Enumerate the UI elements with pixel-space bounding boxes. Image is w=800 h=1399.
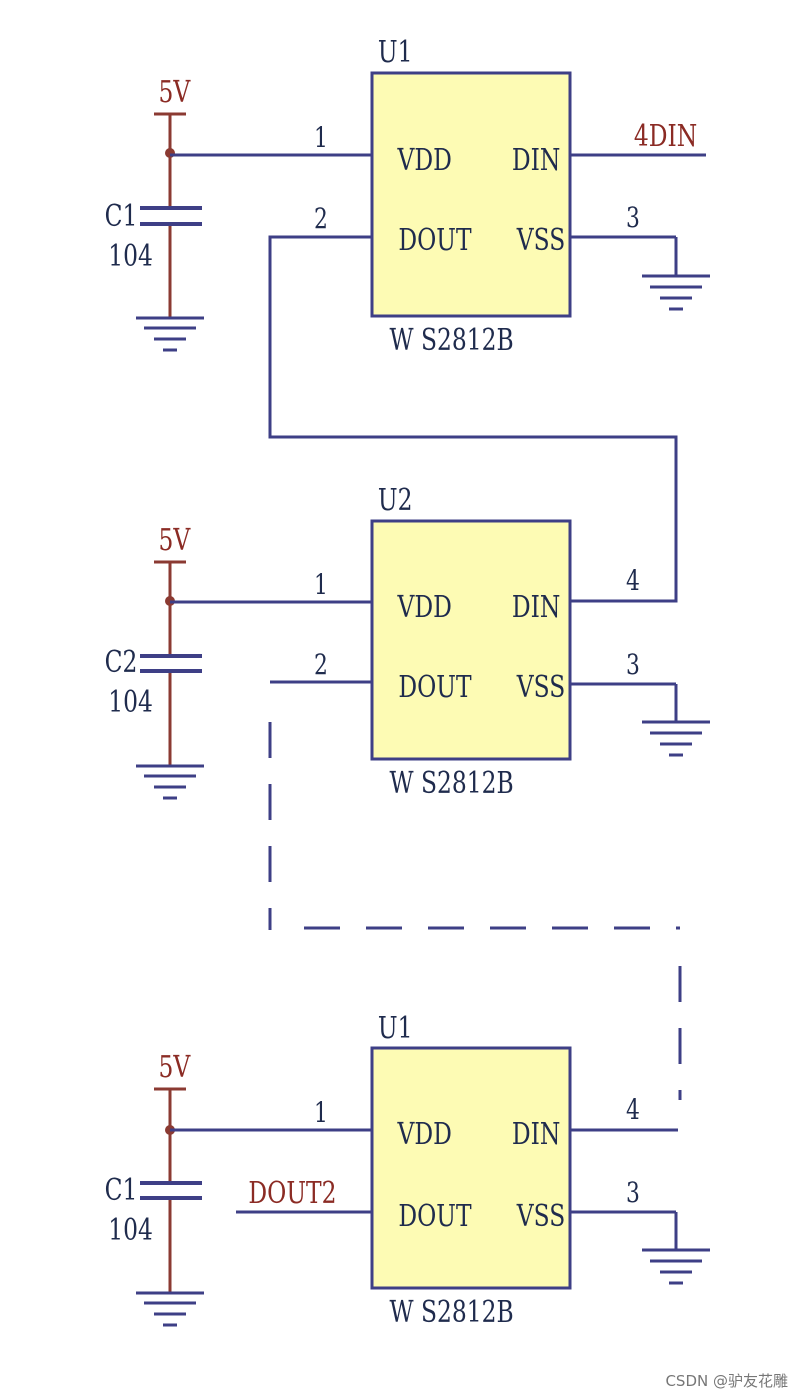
watermark: CSDN @驴友花雕 xyxy=(665,1372,788,1390)
unit-1-vss-ground-symbol xyxy=(642,274,710,311)
unit-2-part: W S2812B xyxy=(390,766,514,801)
unit-2-ref: U2 xyxy=(378,483,413,518)
unit-3-ref: U1 xyxy=(378,1011,413,1046)
unit-2-pin-dout: DOUT xyxy=(398,670,471,705)
unit-1-dout-to-unit-2-din xyxy=(268,235,678,603)
unit-1-pin-num-vdd: 1 xyxy=(314,121,328,153)
unit-3-supply-label: 5V xyxy=(159,1050,191,1085)
unit-1-cap-ref: C1 xyxy=(105,199,138,234)
unit-3-chip-body xyxy=(370,1046,572,1290)
unit-3-cap-ground-symbol xyxy=(136,1291,204,1327)
unit-3-pin-vss: VSS xyxy=(516,1199,565,1234)
unit-3-dout-net: DOUT2 xyxy=(248,1176,336,1211)
unit-2-chip-body xyxy=(370,519,572,761)
unit-2-pin-vss: VSS xyxy=(516,670,565,705)
unit-1-pin-num-dout: 2 xyxy=(314,202,328,234)
unit-3-pin-num-vss: 3 xyxy=(626,1176,640,1208)
unit-3-part: W S2812B xyxy=(390,1295,514,1330)
unit-3-cap-ref: C1 xyxy=(105,1173,138,1208)
unit-3-pin-vdd: VDD xyxy=(397,1117,452,1152)
unit-2-vss-ground-symbol xyxy=(642,720,710,757)
unit-1-din-net: 4DIN xyxy=(634,119,697,154)
unit-2: U2 VDD DOUT DIN VSS W S2812B 5V 1 C2 104… xyxy=(105,483,710,1100)
unit-2-cap-ground-symbol xyxy=(136,764,204,800)
unit-2-pin-num-din: 4 xyxy=(626,564,640,596)
unit-3-pin-din: DIN xyxy=(512,1117,560,1152)
unit-1-cap-value: 104 xyxy=(108,239,153,274)
unit-1-chip-body xyxy=(370,71,572,318)
unit-1-part: W S2812B xyxy=(390,323,514,358)
unit-2-pin-num-dout: 2 xyxy=(314,648,328,680)
unit-1-pin-vss: VSS xyxy=(516,223,565,258)
unit-2-cap-value: 104 xyxy=(108,685,153,720)
unit-1-pin-num-vss: 3 xyxy=(626,201,640,233)
unit-1-supply-label: 5V xyxy=(159,75,191,110)
unit-1-ref: U1 xyxy=(378,35,413,70)
unit-3-vss-ground-symbol xyxy=(642,1248,710,1285)
unit-3-pin-dout: DOUT xyxy=(398,1199,471,1234)
unit-3: U1 VDD DOUT DIN VSS W S2812B 5V 1 C1 104… xyxy=(105,1011,710,1330)
unit-3-pin-num-vdd: 1 xyxy=(314,1096,328,1128)
unit-3-pin-num-din: 4 xyxy=(626,1093,640,1125)
unit-2-pin-num-vss: 3 xyxy=(626,648,640,680)
unit-2-pin-num-vdd: 1 xyxy=(314,568,328,600)
unit-1-pin-dout: DOUT xyxy=(398,223,471,258)
unit-2-cap-ref: C2 xyxy=(105,645,138,680)
unit-1-pin-din: DIN xyxy=(512,143,560,178)
unit-1: U1 VDD DOUT DIN VSS W S2812B 5V 1 C1 104… xyxy=(105,35,710,603)
unit-2-pin-din: DIN xyxy=(512,590,560,625)
unit-1-cap-ground-symbol xyxy=(136,316,204,352)
unit-2-pin-vdd: VDD xyxy=(397,590,452,625)
unit-2-supply-label: 5V xyxy=(159,523,191,558)
unit-1-pin-vdd: VDD xyxy=(397,143,452,178)
unit-3-cap-value: 104 xyxy=(108,1213,153,1248)
